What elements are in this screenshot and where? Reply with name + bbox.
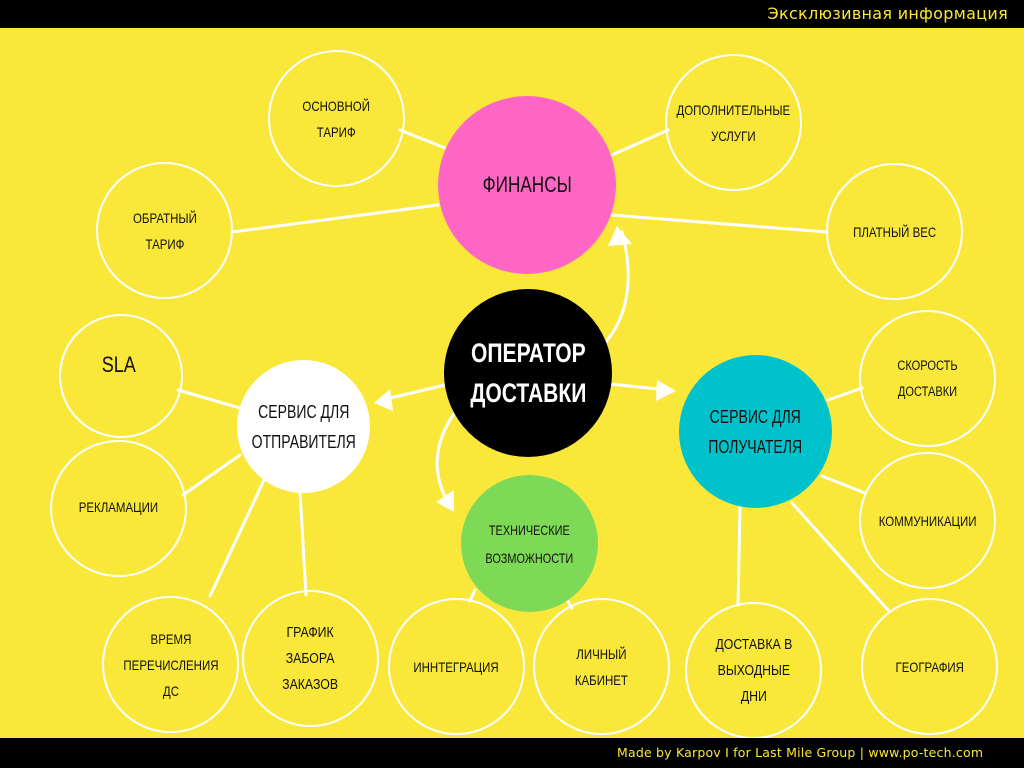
tech-hub[interactable]: ТЕХНИЧЕСКИЕ ВОЗМОЖНОСТИ [461,475,598,612]
connector-line [380,383,447,402]
arrowhead [436,490,454,512]
connector-line [610,213,829,234]
finance-hub-label: ФИНАНСЫ [482,172,572,197]
connector-line [826,386,864,402]
finance-hub[interactable]: ФИНАНСЫ [438,96,616,274]
weekend-delivery-label: ДОСТАВКА В ВЫХОДНЫЕ ДНИ [715,635,792,705]
operator-hub[interactable]: ОПЕРАТОР ДОСТАВКИ [444,289,612,457]
connector-line [820,474,867,495]
connector-line [790,501,890,612]
bottom-bar: Made by Karpov I for Last Mile Group | w… [0,738,1024,768]
extra-services-node[interactable]: ДОПОЛНИТЕЛЬНЫЕ УСЛУГИ [665,54,802,191]
arrowhead [656,380,676,401]
return-tariff-label: ОБРАТНЫЙ ТАРИФ [132,209,197,252]
sender-hub[interactable]: СЕРВИС ДЛЯ ОТПРАВИТЕЛЯ [237,360,370,493]
payout-time-node[interactable]: ВРЕМЯ ПЕРЕЧИСЛЕНИЯ ДС [102,596,239,733]
sender-hub-label: СЕРВИС ДЛЯ ОТПРАВИТЕЛЯ [251,401,356,452]
pickup-schedule-node[interactable]: ГРАФИК ЗАБОРА ЗАКАЗОВ [242,590,379,727]
top-bar: Эксклюзивная информация [0,0,1024,28]
payout-time-label: ВРЕМЯ ПЕРЕЧИСЛЕНИЯ ДС [122,630,219,699]
base-tariff-node[interactable]: ОСНОВНОЙ ТАРИФ [268,50,405,187]
extra-services-label: ДОПОЛНИТЕЛЬНЫЕ УСЛУГИ [676,101,791,144]
connector-line [298,490,308,597]
footer-credit: Made by Karpov I for Last Mile Group | w… [617,745,984,760]
receiver-hub-label: СЕРВИС ДЛЯ ПОЛУЧАТЕЛЯ [708,406,803,457]
paid-weight-label: ПЛАТНЫЙ ВЕС [852,223,937,240]
geography-node[interactable]: ГЕОГРАФИЯ [861,598,998,735]
delivery-speed-node[interactable]: СКОРОСТЬ ДОСТАВКИ [859,310,996,447]
arrowhead [374,389,393,411]
paid-weight-node[interactable]: ПЛАТНЫЙ ВЕС [826,163,963,300]
personal-account-node[interactable]: ЛИЧНЫЙ КАБИНЕТ [533,598,670,735]
operator-hub-label: ОПЕРАТОР ДОСТАВКИ [469,338,587,408]
claims-label: РЕКЛАМАЦИИ [78,498,159,515]
connector-line [604,230,630,344]
communications-label: КОММУНИКАЦИИ [878,512,977,529]
connector-line [181,453,242,497]
connector-line [398,128,447,150]
tech-hub-label: ТЕХНИЧЕСКИЕ ВОЗМОЖНОСТИ [485,521,574,566]
communications-node[interactable]: КОММУНИКАЦИИ [859,452,996,589]
connector-line [736,505,742,607]
receiver-hub[interactable]: СЕРВИС ДЛЯ ПОЛУЧАТЕЛЯ [679,355,832,508]
integration-node[interactable]: ИННТЕГРАЦИЯ [388,598,525,735]
connector-line [230,203,440,234]
connector-line [176,388,242,410]
delivery-speed-label: СКОРОСТЬ ДОСТАВКИ [897,357,958,399]
pickup-schedule-label: ГРАФИК ЗАБОРА ЗАКАЗОВ [282,623,339,693]
integration-label: ИННТЕГРАЦИЯ [413,658,500,675]
claims-node[interactable]: РЕКЛАМАЦИИ [50,440,187,577]
weekend-delivery-node[interactable]: ДОСТАВКА В ВЫХОДНЫЕ ДНИ [685,602,822,739]
arrowhead [608,226,632,246]
sla-node[interactable]: SLA [59,314,183,438]
geography-label: ГЕОГРАФИЯ [895,658,964,675]
connector-line [208,476,267,598]
personal-account-label: ЛИЧНЫЙ КАБИНЕТ [574,645,629,688]
header-title: Эксклюзивная информация [767,4,1008,23]
return-tariff-node[interactable]: ОБРАТНЫЙ ТАРИФ [96,162,233,299]
connector-line [610,128,670,157]
base-tariff-label: ОСНОВНОЙ ТАРИФ [302,97,371,140]
sla-label: SLA [101,352,137,377]
